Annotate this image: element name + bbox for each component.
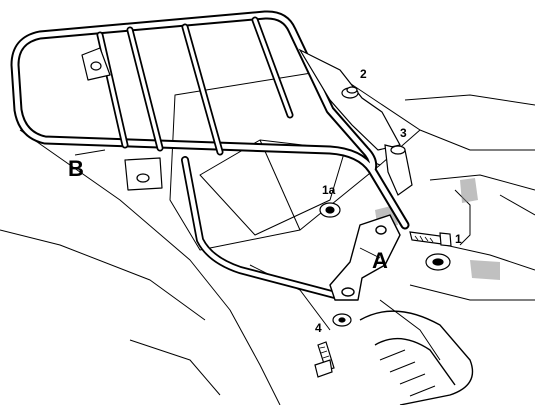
label-b: B — [68, 156, 84, 181]
rear-plates — [298, 48, 413, 196]
rack-b — [10, 10, 410, 299]
motorcycle-body — [0, 69, 535, 405]
label-a: A — [372, 248, 388, 273]
callout-1: 1 — [455, 232, 462, 246]
bracket-a — [329, 214, 401, 301]
callout-1a: 1a — [322, 183, 336, 197]
callout-3: 3 — [400, 126, 407, 140]
leader-lines — [74, 149, 381, 259]
hardware — [314, 86, 452, 378]
callout-4: 4 — [315, 321, 322, 335]
callout-2: 2 — [360, 67, 367, 81]
handle-tube — [359, 310, 474, 405]
